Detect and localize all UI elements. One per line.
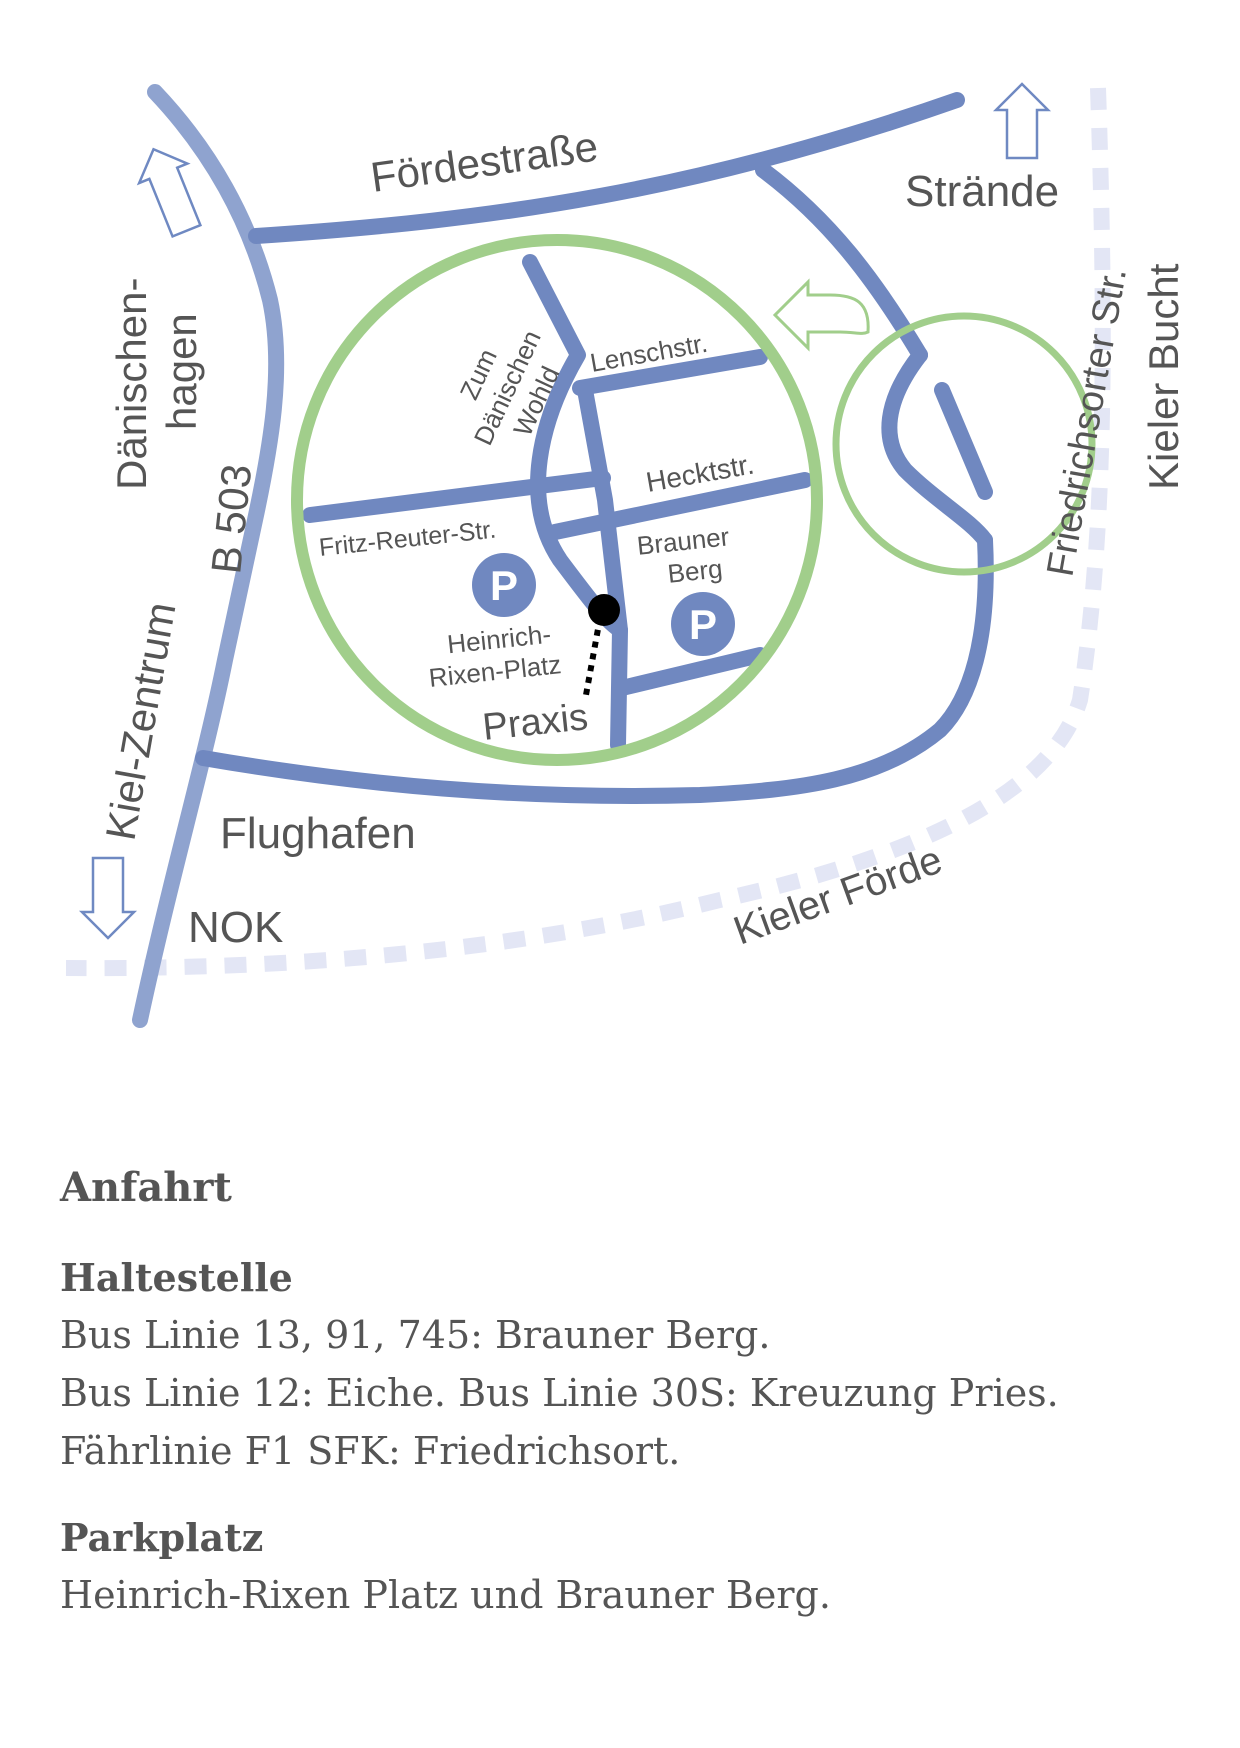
label-kieler-bucht: Kieler Bucht — [1140, 263, 1187, 490]
haltestelle-heading: Haltestelle — [60, 1255, 293, 1300]
parking-icon: P — [671, 592, 735, 656]
label-brauner-line2: Berg — [666, 553, 724, 589]
curved-arrow-icon — [772, 278, 870, 352]
arrow-up-icon — [136, 147, 203, 239]
label-foerdestrasse: Fördestraße — [368, 123, 601, 201]
haltestelle-line: Bus Linie 13, 91, 745: Brauner Berg. — [60, 1313, 771, 1357]
road-south-link — [614, 647, 768, 696]
svg-text:P: P — [689, 601, 717, 648]
road-lenschstr — [572, 349, 768, 396]
label-kiel-zentrum: Kiel-Zentrum — [97, 599, 185, 844]
arrow-down-icon — [78, 856, 138, 940]
section-title: Anfahrt — [60, 1164, 232, 1211]
road-friedrichsorter-mid — [934, 382, 993, 500]
praxis-dotted-line — [583, 617, 603, 696]
label-daenischenhagen-line1: Dänischen- — [108, 278, 155, 490]
label-b503: B 503 — [202, 462, 260, 576]
label-fritz-reuter-str: Fritz-Reuter-Str. — [318, 516, 498, 562]
directions-map: P P Fördestraße Strände Dänischen- hagen… — [65, 82, 1187, 1028]
haltestelle-line: Bus Linie 12: Eiche. Bus Linie 30S: Kreu… — [60, 1371, 1059, 1415]
label-praxis: Praxis — [481, 696, 590, 749]
road-fritz-reuter-str — [302, 470, 611, 523]
location-dot-icon — [588, 594, 620, 626]
road-east-bend — [195, 532, 994, 804]
road-small-loop — [881, 347, 993, 548]
haltestelle-line: Fährlinie F1 SFK: Friedrichsort. — [60, 1429, 681, 1473]
road-b503 — [132, 84, 285, 1028]
road-hecktstr — [547, 472, 813, 540]
area-ring-small — [832, 312, 1096, 576]
parking-icon: P — [472, 553, 536, 617]
label-friedrichsorter-str: Friedrichsorter Str. — [1040, 264, 1136, 579]
road-foerdestrasse — [248, 92, 965, 244]
coastline — [65, 87, 1111, 977]
road-vertical — [577, 382, 628, 753]
parkplatz-line: Heinrich-Rixen Platz und Brauner Berg. — [60, 1573, 831, 1617]
svg-text:P: P — [490, 562, 518, 609]
label-daenischenhagen-line2: hagen — [158, 313, 205, 430]
label-flughafen: Flughafen — [220, 809, 416, 858]
area-ring-large — [291, 234, 823, 766]
directions-info: Anfahrt Haltestelle Bus Linie 13, 91, 74… — [60, 1160, 1200, 1624]
label-straende: Strände — [905, 167, 1059, 216]
label-nok: NOK — [188, 903, 283, 952]
parkplatz-heading: Parkplatz — [60, 1515, 264, 1560]
arrow-up-icon — [992, 82, 1052, 160]
